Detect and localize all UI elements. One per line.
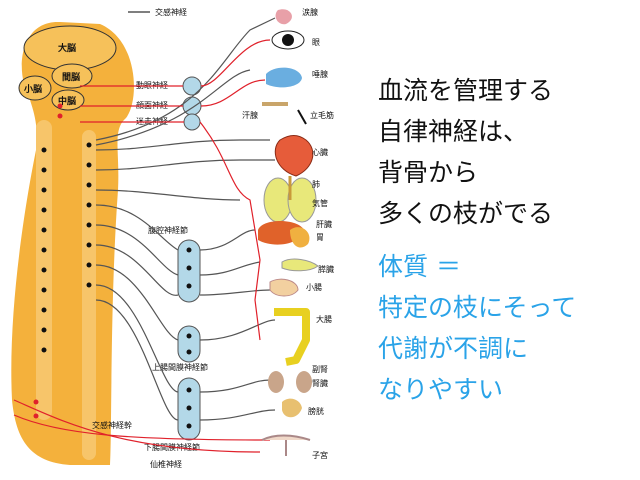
interbrain [51,63,93,89]
label-arrector: 立毛筋 [310,110,334,120]
message-text-block: 血流を管理する 自律神経は、 背骨から 多くの枝がでる 体質 ＝ 特定の枝にそっ… [378,70,638,410]
organ-liver-stomach: 肝臓 胃 [258,219,332,248]
sympathetic-trunk-column [82,130,96,460]
label-bladder: 膀胱 [308,406,324,416]
label-eye: 眼 [312,38,320,47]
message-line-2: 自律神経は、 [378,117,529,146]
label-large-intestine: 大腸 [316,314,332,324]
label-stomach: 胃 [316,233,324,242]
organ-uterus: 子宮 [261,434,328,460]
message-blue-line-3: 代謝が不調に [378,334,529,363]
organ-eye: 眼 [271,30,320,50]
label-interbrain: 間脳 [62,71,80,83]
organ-salivary: 唾腺 [266,67,328,88]
label-sweat: 汗腺 [242,110,258,120]
label-oculomotor: 動眼神経 [136,80,168,90]
label-midbrain: 中脳 [58,95,76,107]
label-lacrimal: 涙腺 [302,7,318,17]
message-blue-line-1: 体質 ＝ [378,252,461,281]
label-adrenal: 副腎 [312,365,328,374]
vagus-ganglion [183,113,201,131]
label-small-intestine: 小腸 [306,283,322,292]
label-sacral: 仙椎神経 [150,459,182,469]
celiac-ganglion [177,239,201,303]
parasympathetic-pathways [13,39,271,453]
label-celiac-ganglion: 腹腔神経節 [148,225,188,235]
label-salivary: 唾腺 [312,69,328,79]
message-blue-line-4: なりやすい [378,375,504,404]
organ-bladder: 膀胱 [282,398,324,418]
spinal-nerve-dots [41,142,192,429]
label-facial: 顔面神経 [136,100,168,110]
organ-arrector: 立毛筋 [297,109,334,125]
organ-large-intestine: 大腸 [274,308,332,366]
autonomic-nervous-system-diagram: 大脳 間脳 小脳 中脳 交感神経 動眼神経 顔面神経 迷走神経 腹腔神経節 上腸… [11,7,334,469]
spinal-red-dots [33,103,63,419]
label-heart: 心臓 [312,147,328,157]
organ-adrenal-kidney: 副腎 腎臓 [268,365,328,393]
label-kidney: 腎臓 [312,378,328,388]
label-vagus: 迷走神経 [136,116,168,126]
oculomotor-ganglion [182,76,202,96]
organ-heart: 心臓 [274,135,328,177]
message-line-4: 多くの枝がでる [378,199,554,228]
message-line-3: 背骨から [378,158,479,187]
cerebellum [18,75,52,101]
label-pancreas: 膵臓 [318,264,334,274]
organ-lacrimal: 涙腺 [275,7,318,25]
label-cerebrum: 大脳 [58,42,76,54]
legend-label: 交感神経 [155,7,187,17]
label-uterus: 子宮 [312,450,328,460]
label-sympathetic-trunk: 交感神経幹 [92,420,132,430]
organ-lung: 肺 気管 [263,176,328,223]
organ-sweat: 汗腺 [242,102,288,120]
label-superior-mesenteric: 上腸間膜神経節 [152,362,208,372]
organ-pancreas: 膵臓 [281,258,334,274]
organ-small-intestine: 小腸 [269,278,322,297]
sympathetic-pathways [95,17,276,421]
label-cerebellum: 小脳 [23,83,42,95]
message-blue-line-2: 特定の枝にそって [378,293,577,322]
superior-mesenteric-ganglion [177,325,201,363]
label-lung: 肺 [312,180,320,189]
label-liver: 肝臓 [316,219,332,229]
message-line-1: 血流を管理する [378,76,554,105]
label-trachea: 気管 [312,198,328,208]
